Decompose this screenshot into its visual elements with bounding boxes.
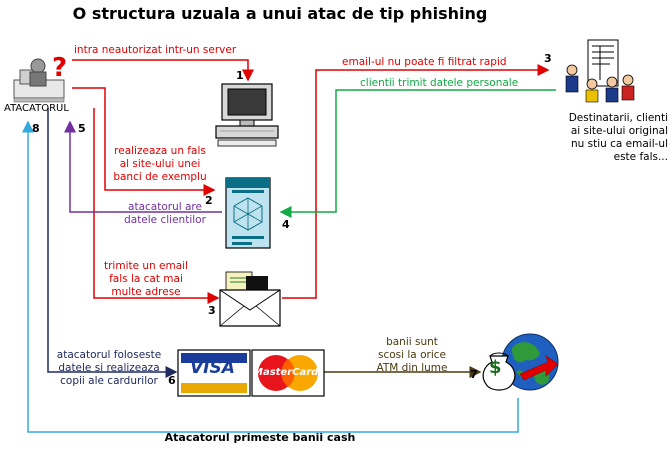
label-receives-cash: Atacatorul primeste banii cash — [164, 431, 356, 444]
label-send-email-line: multe adrese — [111, 286, 181, 298]
label-copies-cards: atacatorul foloseste datele si realizeaz… — [48, 349, 170, 388]
visa-logo-text: VISA — [190, 358, 235, 378]
step-number: 3 — [544, 52, 552, 65]
label-fake-site: realizeaza un fals al site-ului unei ban… — [100, 145, 220, 184]
arrow-email-to-recipients — [282, 64, 550, 299]
money-globe-icon — [482, 333, 559, 391]
fake-bank-site-icon — [225, 177, 271, 249]
arrow-server-intrusion — [72, 59, 254, 82]
label-cash-atm-line: scosi la orice — [378, 349, 446, 361]
email-envelope-icon — [219, 271, 281, 327]
mastercard-logo-text: MasterCard — [253, 367, 319, 378]
label-attacker-has-data: atacatorul are datele clientilor — [110, 201, 220, 227]
label-cash-atm: banii sunt scosi la orice ATM din lume — [362, 336, 462, 375]
arrow-clients-send-data — [279, 89, 556, 218]
step-number: 3 — [208, 304, 216, 317]
step-number: 2 — [205, 194, 213, 207]
label-send-email-line: fals la cat mai — [109, 273, 183, 285]
label-send-email-line: trimite un email — [103, 260, 188, 272]
step-number: 8 — [32, 122, 40, 135]
svg-text:?: ? — [52, 53, 67, 83]
visa-card-icon — [177, 349, 251, 397]
mastercard-icon — [251, 349, 325, 397]
recipients-label: Destinatarii, clienti ai site-ului origi… — [540, 112, 668, 164]
arrow-copies-cards — [47, 108, 178, 378]
label-copies-cards-line: datele si realizeaza — [58, 362, 160, 374]
recipients-label-line: este fals... — [613, 151, 668, 163]
label-copies-cards-line: copii ale cardurilor — [60, 375, 158, 387]
recipients-label-line: ai site-ului original — [570, 125, 668, 137]
label-cash-atm-line: ATM din lume — [376, 362, 448, 374]
step-number: 6 — [168, 374, 176, 387]
recipients-label-line: nu stiu ca email-ul — [570, 138, 668, 150]
dollar-icon: $ — [489, 357, 502, 378]
arrow-fake-site — [72, 87, 216, 196]
label-email-not-filtered: email-ul nu poate fi filtrat rapid — [342, 56, 507, 68]
server-computer-icon — [215, 83, 279, 147]
label-attacker-has-data-line: atacatorul are — [128, 201, 202, 213]
attacker-label: ATACATORUL — [4, 103, 69, 114]
recipients-icon — [565, 39, 635, 103]
arrow-attacker-gets-data — [64, 120, 222, 213]
step-number: 1 — [236, 69, 244, 82]
label-fake-site-line: al site-ului unei — [119, 158, 201, 170]
attacker-icon: ? — [13, 53, 67, 103]
label-attacker-has-data-line: datele clientilor — [124, 214, 206, 226]
label-clients-send-data: clientii trimit datele personale — [360, 77, 519, 89]
recipients-label-line: Destinatarii, clienti — [568, 112, 668, 124]
arrow-receives-cash — [22, 120, 519, 433]
label-send-email: trimite un email fals la cat mai multe a… — [86, 260, 206, 299]
label-cash-atm-line: banii sunt — [386, 336, 438, 348]
label-server-intrusion: intra neautorizat intr-un server — [74, 44, 237, 56]
arrow-send-email — [93, 108, 220, 304]
step-number: 5 — [78, 122, 86, 135]
page-title: O structura uzuala a unui atac de tip ph… — [72, 4, 488, 23]
step-number: 4 — [282, 218, 290, 231]
label-fake-site-line: banci de exemplu — [113, 171, 207, 183]
step-number: 7 — [470, 368, 478, 381]
label-copies-cards-line: atacatorul foloseste — [56, 349, 162, 361]
label-fake-site-line: realizeaza un fals — [114, 145, 206, 157]
